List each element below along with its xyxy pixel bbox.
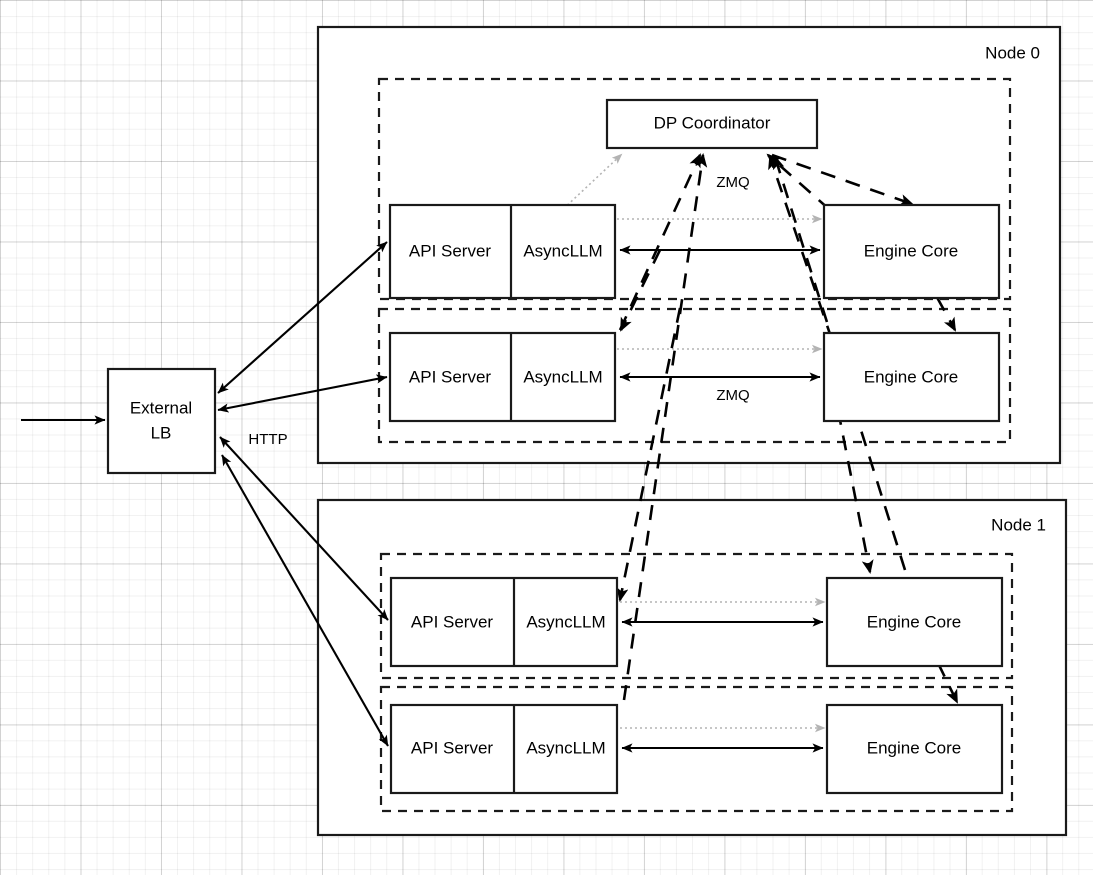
api-server-asyncllm-box-n0g1[interactable] <box>388 331 617 423</box>
api-server-asyncllm-box-n1g0[interactable] <box>389 576 619 668</box>
dp-coordinator-label: DP Coordinator <box>654 113 771 132</box>
engine-core-label-n0g0: Engine Core <box>864 241 959 260</box>
engine-core-label-n0g1: Engine Core <box>864 367 959 386</box>
zmq-label-n0g1: ZMQ <box>716 387 749 404</box>
node-1-label: Node 1 <box>991 515 1046 534</box>
engine-core-box-n0g1[interactable] <box>822 331 1001 423</box>
coordinator-dotted-link <box>559 153 623 213</box>
lb-to-api-n0g0 <box>217 241 388 394</box>
engine-core-box-n1g1[interactable] <box>825 703 1004 795</box>
asyncllm-label-n1g1: AsyncLLM <box>526 738 605 757</box>
api-server-asyncllm-box-n1g1[interactable] <box>389 703 619 795</box>
dp-sync-from-n1g1-asyncllm <box>622 153 708 701</box>
dp-link-n1-ec0-to-ec1 <box>936 662 959 704</box>
http-label: HTTP <box>248 431 287 448</box>
engine-core-label-n1g1: Engine Core <box>867 738 962 757</box>
engine-core-box-n1g0[interactable] <box>825 576 1004 668</box>
api-server-asyncllm-box-n0g0[interactable] <box>388 203 617 300</box>
asyncllm-label-n1g0: AsyncLLM <box>526 612 605 631</box>
api-server-label-n0g0: API Server <box>409 241 492 260</box>
api-server-label-n1g1: API Server <box>411 738 494 757</box>
api-server-label-n0g1: API Server <box>409 367 492 386</box>
external-lb-label-line1: External <box>130 398 192 417</box>
dp-sync-from-n0g1-asyncllm <box>618 153 702 331</box>
asyncllm-label-n0g0: AsyncLLM <box>523 241 602 260</box>
dp-coordinator-box[interactable] <box>605 98 819 150</box>
api-server-label-n1g0: API Server <box>411 612 494 631</box>
engine-core-box-n0g0[interactable] <box>822 203 1001 300</box>
dp-sync-to-n1g0-asyncllm <box>616 307 682 602</box>
asyncllm-label-n0g1: AsyncLLM <box>523 367 602 386</box>
dp-coordinator-zmq-label: ZMQ <box>716 174 749 191</box>
dp-sync-to-n0g1-asyncllm <box>619 249 662 332</box>
external-lb-label-line2: LB <box>151 423 172 442</box>
external-lb-box[interactable] <box>106 367 217 475</box>
engine-core-label-n1g0: Engine Core <box>867 612 962 631</box>
lb-to-api-n1g1 <box>221 454 389 747</box>
node-0-label: Node 0 <box>985 43 1040 62</box>
lb-to-api-n0g1 <box>217 374 388 413</box>
dp-sync-from-ec-n0g0 <box>766 153 831 211</box>
dp-link-ec-n0g1-to-n1g0 <box>836 409 874 574</box>
